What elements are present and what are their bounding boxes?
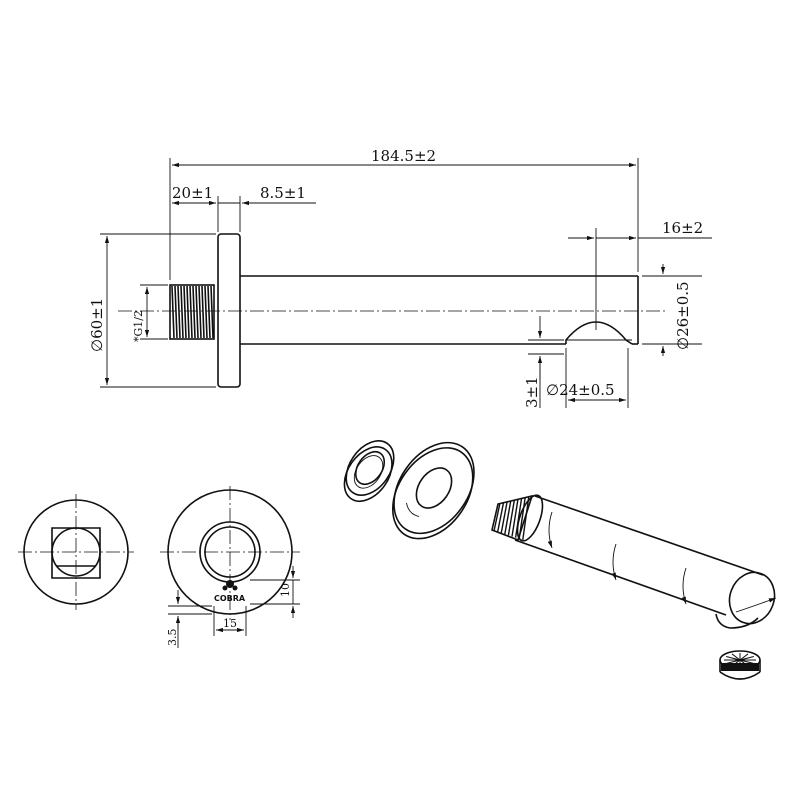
thread-hatch (186, 285, 190, 339)
spout-diameter-label: ∅26±0.5 (674, 281, 692, 350)
thread-hatch (180, 285, 184, 339)
aerator-mesh-line (739, 656, 754, 661)
side-view: 184.5±2 20±1 8.5±1 16±2 ∅60±1 *G1/2 ∅26±… (88, 147, 712, 408)
logo-width-label: 15 (223, 617, 237, 630)
outlet-offset-label: 16±2 (662, 219, 703, 237)
thread-hatch (177, 285, 181, 339)
overall-length-label: 184.5±2 (371, 147, 436, 165)
rear-view (18, 494, 134, 610)
thread-connector (169, 284, 215, 340)
front-view: COBRA 10 15 3.5 (160, 486, 300, 648)
outlet-diameter-label: ∅24±0.5 (546, 381, 615, 399)
thread-hatch (171, 285, 175, 339)
thread-hatch (174, 285, 178, 339)
thread-hatch (496, 502, 505, 533)
flange-disc (391, 441, 475, 540)
thread-hatch (507, 499, 516, 536)
spout-opening-inner (204, 526, 256, 578)
exploded-view (343, 440, 777, 680)
flange-thickness-label: 8.5±1 (260, 184, 306, 202)
spout-pipe (491, 494, 777, 629)
aerator-mesh-line (739, 659, 754, 664)
aerator-mesh-line (726, 656, 741, 661)
thread-hatch (201, 285, 205, 339)
thread-hatch (504, 500, 512, 535)
aerator-mesh-line (726, 659, 741, 664)
spout-body (240, 275, 639, 345)
thread-hatch (514, 498, 523, 538)
outlet-height-label: 3±1 (523, 376, 541, 408)
thread-hatch (192, 285, 196, 339)
thread-hatch (210, 285, 214, 339)
flange-to-thread-label: 20±1 (172, 184, 213, 202)
seal-ring (343, 440, 395, 502)
thread-hatch (522, 496, 530, 540)
aerator (719, 650, 761, 680)
thread-hatch (204, 285, 208, 339)
brand-name: COBRA (214, 594, 246, 603)
thread-hatch (198, 285, 202, 339)
pipe-thread (491, 494, 534, 542)
thread-hatch (189, 285, 193, 339)
thread-hatch (183, 285, 187, 339)
logo-offset-label: 3.5 (166, 629, 179, 647)
thread-size-label: *G1/2 (132, 310, 145, 342)
aerator-mesh-line (739, 653, 749, 661)
flange-diameter-label: ∅60±1 (88, 298, 106, 352)
aerator-mesh-line (731, 653, 741, 661)
thread-hatch (195, 285, 199, 339)
thread-hatch (207, 285, 211, 339)
logo-height-label: 10 (279, 583, 292, 597)
cobra-logo: COBRA (214, 580, 246, 603)
thread-hatch (500, 501, 508, 534)
wall-flange (217, 233, 241, 388)
thread-hatch (493, 502, 501, 532)
thread-hatch (518, 497, 526, 539)
thread-hatch (511, 498, 519, 537)
